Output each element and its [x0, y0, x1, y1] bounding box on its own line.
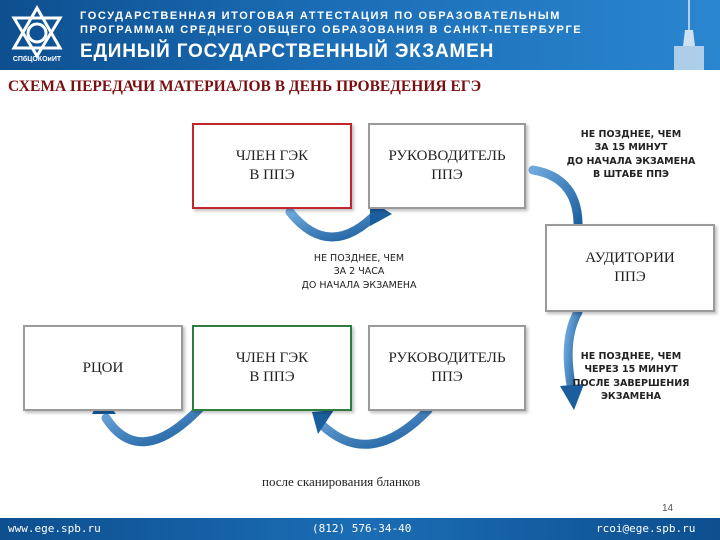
footer-bar: www.ege.spb.ru (812) 576-34-40 rcoi@ege.… — [0, 518, 720, 540]
footer-email-link[interactable]: rcoi@ege.spb.ru — [596, 522, 696, 535]
footer-website-link[interactable]: www.ege.spb.ru — [8, 522, 101, 535]
note-fifteen-before: НЕ ПОЗДНЕЕ, ЧЕМ ЗА 15 МИНУТ ДО НАЧАЛА ЭК… — [566, 129, 696, 180]
note-scanning: после сканирования бланков — [262, 474, 421, 489]
box-ppe-head-top: РУКОВОДИТЕЛЬ ППЭ — [368, 123, 526, 209]
arrow-gek-to-head-top — [285, 207, 383, 242]
note-two-hours: НЕ ПОЗДНЕЕ, ЧЕМ ЗА 2 ЧАСА ДО НАЧАЛА ЭКЗА… — [301, 253, 417, 291]
box-ppe-head-bottom: РУКОВОДИТЕЛЬ ППЭ — [368, 325, 526, 411]
box-rcoi: РЦОИ — [23, 325, 183, 411]
box-auditoriums: АУДИТОРИИ ППЭ — [545, 224, 715, 312]
page-number: 14 — [662, 503, 674, 514]
center-logo-icon — [11, 4, 63, 59]
arrow-gek-to-rcoi — [101, 403, 205, 447]
spire-icon — [674, 0, 704, 70]
box-gek-member-top: ЧЛЕН ГЭК В ППЭ — [192, 123, 352, 209]
note-fifteen-after: НЕ ПОЗДНЕЕ, ЧЕМ ЧЕРЕЗ 15 МИНУТ ПОСЛЕ ЗАВ… — [572, 351, 690, 402]
header-line-1: ГОСУДАРСТВЕННАЯ ИТОГОВАЯ АТТЕСТАЦИЯ ПО О… — [80, 10, 561, 22]
header-title: ЕДИНЫЙ ГОСУДАРСТВЕННЫЙ ЭКЗАМЕН — [80, 41, 495, 62]
box-gek-member-bottom: ЧЛЕН ГЭК В ППЭ — [192, 325, 352, 411]
header-line-2: ПРОГРАММАМ СРЕДНЕГО ОБЩЕГО ОБРАЗОВАНИЯ В… — [80, 24, 583, 36]
arrow-head-to-gek-bottom — [317, 405, 433, 449]
logo-caption: СПбЦОКОиИТ — [12, 56, 62, 63]
page-title: СХЕМА ПЕРЕДАЧИ МАТЕРИАЛОВ В ДЕНЬ ПРОВЕДЕ… — [8, 78, 482, 95]
header-banner: СПбЦОКОиИТ ГОСУДАРСТВЕННАЯ ИТОГОВАЯ АТТЕ… — [0, 0, 720, 70]
footer-phone: (812) 576-34-40 — [312, 522, 412, 535]
